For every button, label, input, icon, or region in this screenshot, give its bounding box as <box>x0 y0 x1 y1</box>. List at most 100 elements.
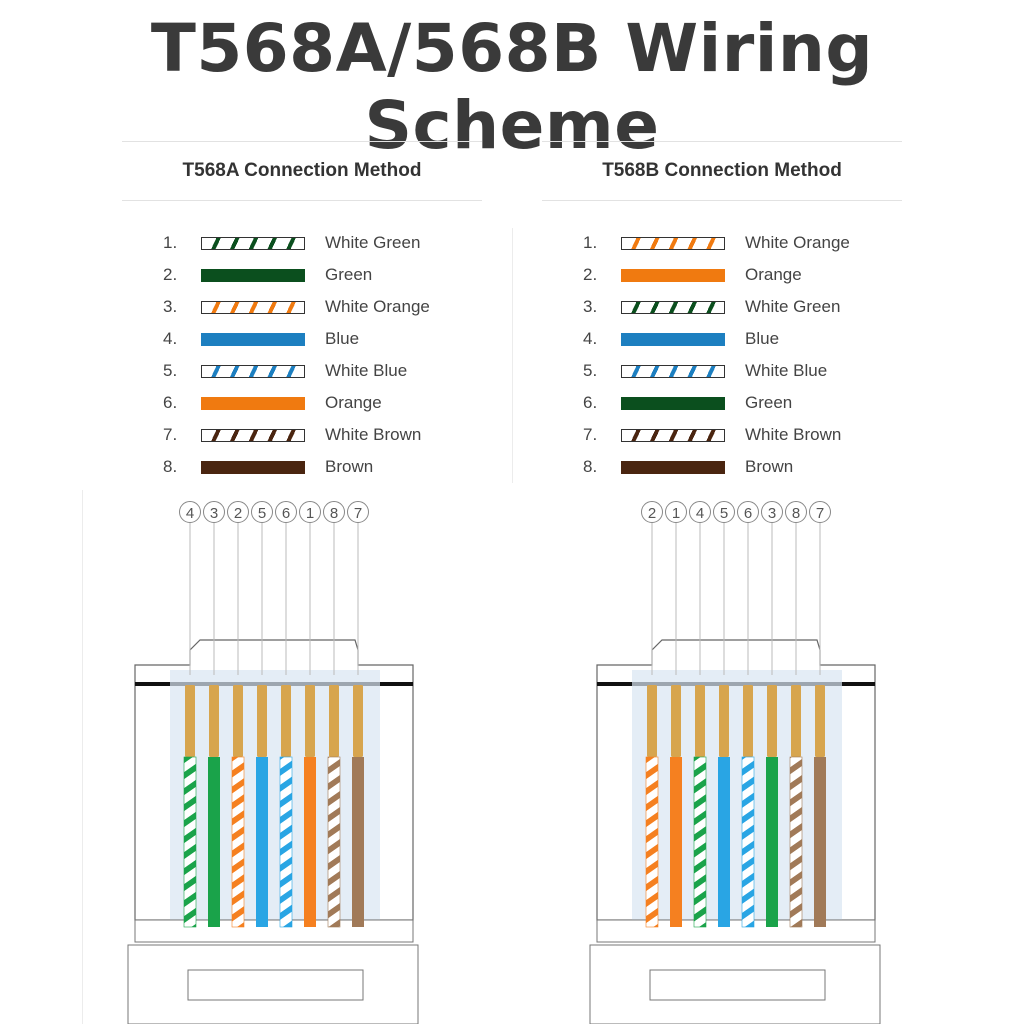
pin-number-circle <box>689 501 711 523</box>
t568a-heading: T568A Connection Method <box>122 141 482 201</box>
conductor <box>718 757 730 927</box>
pin-label: Blue <box>745 329 780 348</box>
gold-contact <box>767 685 777 757</box>
conductor <box>304 757 316 927</box>
pin-label: White Blue <box>745 361 828 380</box>
pin-order-label: 8 <box>792 505 800 522</box>
pin-number: 1. <box>583 233 598 252</box>
gold-contact <box>209 685 219 757</box>
wire-swatch <box>201 300 305 314</box>
pin-order-label: 3 <box>768 505 776 522</box>
pin-order-label: 1 <box>672 505 680 522</box>
pin-row: 1. White Orange <box>583 227 850 259</box>
pin-number: 2. <box>163 265 178 284</box>
gold-contact <box>233 685 243 757</box>
conductor <box>208 757 220 927</box>
pin-number: 7. <box>163 425 178 444</box>
pin-label: Brown <box>745 457 794 476</box>
pin-number-circle <box>203 501 225 523</box>
pin-row: 4.Blue <box>163 323 430 355</box>
pin-label: White Brown <box>325 425 422 444</box>
pin-row: 6. Orange <box>163 387 430 419</box>
page-title: T568A/568B Wiring Scheme <box>150 10 874 164</box>
wire-swatch <box>201 268 305 282</box>
pin-label: White Orange <box>325 297 430 316</box>
pin-row: 3.White Green <box>583 291 850 323</box>
gold-contact <box>185 685 195 757</box>
pin-number-circle <box>251 501 273 523</box>
gold-contact <box>281 685 291 757</box>
pin-row: 3.White Orange <box>163 291 430 323</box>
pin-number-circle <box>785 501 807 523</box>
wire-swatch <box>201 332 305 346</box>
pin-order-label: 7 <box>816 505 824 522</box>
gold-contact <box>743 685 753 757</box>
pin-label: White Orange <box>745 233 850 252</box>
pin-number-circle <box>299 501 321 523</box>
pin-number-circle <box>347 501 369 523</box>
t568b-pin-list: 1.White Orange 2.Orange 3.White Green 4.… <box>583 227 850 483</box>
gold-contact <box>353 685 363 757</box>
pin-number-circle <box>761 501 783 523</box>
pin-number-circle <box>227 501 249 523</box>
wire-swatch <box>621 428 725 442</box>
conductor <box>766 757 778 927</box>
pin-label: White Blue <box>325 361 408 380</box>
pin-number: 7. <box>583 425 598 444</box>
wire-swatch <box>201 236 305 250</box>
wire-swatch <box>621 460 725 474</box>
pin-order-label: 6 <box>744 505 752 522</box>
pin-label: White Green <box>325 233 421 252</box>
pin-number: 3. <box>583 297 598 316</box>
pin-number-circle <box>713 501 735 523</box>
pin-label: Orange <box>325 393 382 412</box>
wire-swatch <box>621 268 725 282</box>
center-divider <box>512 228 513 483</box>
conductor <box>327 756 341 928</box>
wire-swatch <box>621 300 725 314</box>
pin-label: White Brown <box>745 425 842 444</box>
pin-row: 5. White Blue <box>583 355 850 387</box>
pin-number: 1. <box>163 233 178 252</box>
wire-swatch <box>621 364 725 378</box>
gold-contact <box>329 685 339 757</box>
gold-contact <box>719 685 729 757</box>
plug-collar <box>134 919 414 943</box>
wire-swatch <box>201 396 305 410</box>
wire-swatch <box>621 396 725 410</box>
conductor <box>231 756 245 928</box>
pin-number: 5. <box>583 361 598 380</box>
pin-number-circle <box>737 501 759 523</box>
pin-order-label: 4 <box>186 505 194 522</box>
gold-contact <box>671 685 681 757</box>
pin-row: 4.Blue <box>583 323 850 355</box>
pin-number: 8. <box>583 457 598 476</box>
pin-order-label: 4 <box>696 505 704 522</box>
pin-label: Green <box>325 265 373 284</box>
conductor <box>693 756 707 928</box>
t568b-heading: T568B Connection Method <box>542 141 902 201</box>
pin-number: 6. <box>583 393 598 412</box>
pin-label: Green <box>745 393 793 412</box>
pin-number-circle <box>179 501 201 523</box>
pin-label: Brown <box>325 457 374 476</box>
pin-number: 8. <box>163 457 178 476</box>
plug-collar <box>596 919 876 943</box>
wire-swatch <box>201 364 305 378</box>
plug-inner-housing <box>170 670 380 928</box>
conductor <box>741 756 755 928</box>
pin-number-circle <box>809 501 831 523</box>
pin-order-label: 1 <box>306 505 314 522</box>
pin-order-label: 2 <box>234 505 242 522</box>
conductor <box>183 756 197 928</box>
pin-order-label: 3 <box>210 505 218 522</box>
pin-row: 7. White Brown <box>583 419 850 451</box>
pin-number: 6. <box>163 393 178 412</box>
wire-swatch <box>621 236 725 250</box>
pin-row: 2. Green <box>163 259 430 291</box>
pin-order-label: 5 <box>720 505 728 522</box>
pin-row: 8. Brown <box>583 451 850 483</box>
pin-row: 1. White Green <box>163 227 430 259</box>
conductor <box>645 756 659 928</box>
